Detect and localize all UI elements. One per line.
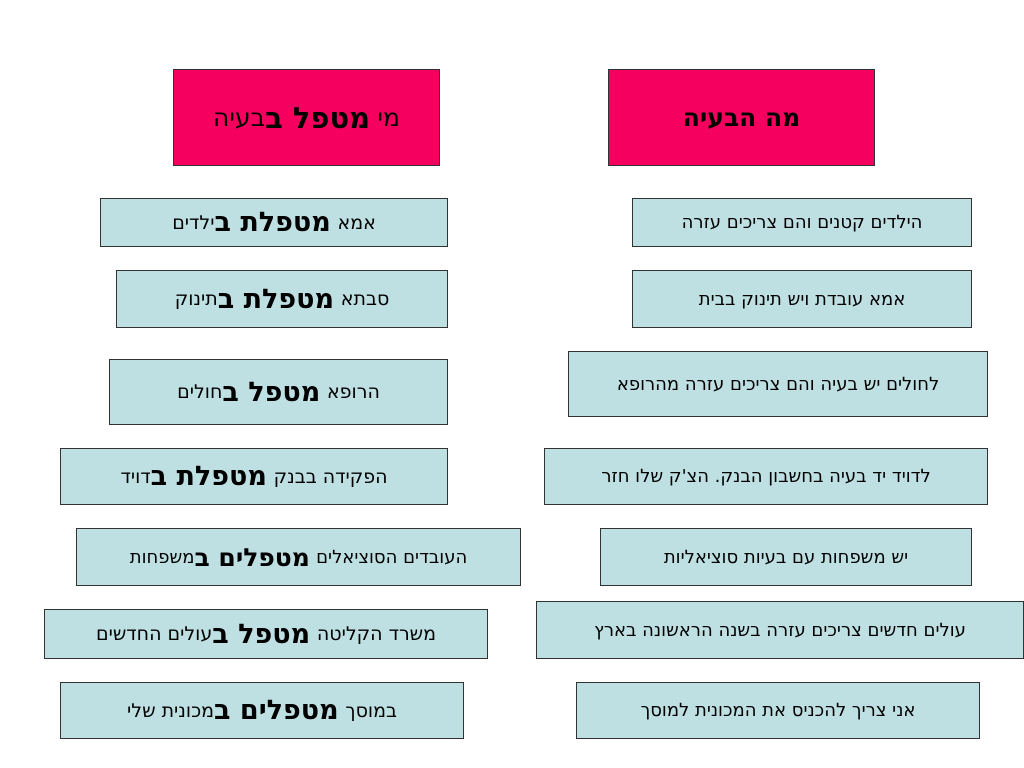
left-row-1-bold: מטפלת ב [214,207,331,238]
left-row-5-prefix: העובדים הסוציאלים [316,546,468,568]
right-row-4-text: לדויד יד בעיה בחשבון הבנק. הצ'ק שלו חזר [601,466,931,487]
left-row-2-suffix: תינוק [174,288,218,310]
right-row-7: אני צריך להכניס את המכונית למוסך [576,682,980,739]
right-row-3: לחולים יש בעיה והם צריכים עזרה מהרופא [568,351,988,417]
right-row-5-text: יש משפחות עם בעיות סוציאליות [663,546,909,568]
left-row-7-bold: מטפלים ב [214,695,339,726]
left-row-7-prefix: במוסך [345,699,397,722]
left-row-2-prefix: סבתא [340,288,390,310]
left-row-5-suffix: משפחות [129,546,195,568]
right-row-3-text: לחולים יש בעיה והם צריכים עזרה מהרופא [616,373,940,395]
right-row-6: עולים חדשים צריכים עזרה בשנה הראשונה באר… [536,601,1024,659]
right-row-5: יש משפחות עם בעיות סוציאליות [600,528,972,586]
left-row-4-prefix: הפקידה בבנק [273,465,388,488]
left-row-7-suffix: מכונית שלי [127,699,215,722]
left-row-3-prefix: הרופא [326,381,380,403]
header-who-bold: מטפל ב [265,100,371,135]
right-row-2: אמא עובדת ויש תינוק בבית [632,270,972,328]
left-row-4-bold: מטפלת ב [150,461,267,492]
right-row-1-text: הילדים קטנים והם צריכים עזרה [681,212,923,233]
left-row-1-suffix: ילדים [172,211,215,234]
left-row-3-suffix: חולים [177,381,223,403]
right-row-2-text: אמא עובדת ויש תינוק בבית [698,288,906,310]
left-row-5-bold: מטפלים ב [194,542,310,572]
right-row-7-text: אני צריך להכניס את המכונית למוסך [640,700,916,721]
header-what-problem: מה הבעיה [608,69,875,166]
left-row-3-bold: מטפל ב [222,376,321,408]
header-who-suffix: בעיה [213,103,266,132]
left-row-4-suffix: דויד [120,465,151,488]
left-row-2-bold: מטפלת ב [217,283,335,315]
right-row-1: הילדים קטנים והם צריכים עזרה [632,198,972,247]
right-row-4: לדויד יד בעיה בחשבון הבנק. הצ'ק שלו חזר [544,448,988,505]
left-row-1-prefix: אמא [337,211,376,234]
right-row-6-text: עולים חדשים צריכים עזרה בשנה הראשונה באר… [594,619,966,641]
left-row-6-suffix: עולים החדשים [95,623,213,645]
left-row-6-prefix: משרד הקליטה [316,623,437,645]
header-who-prefix: מי [377,103,400,132]
header-what-text: מה הבעיה [682,103,801,132]
left-row-6-bold: מטפל ב [212,618,311,650]
